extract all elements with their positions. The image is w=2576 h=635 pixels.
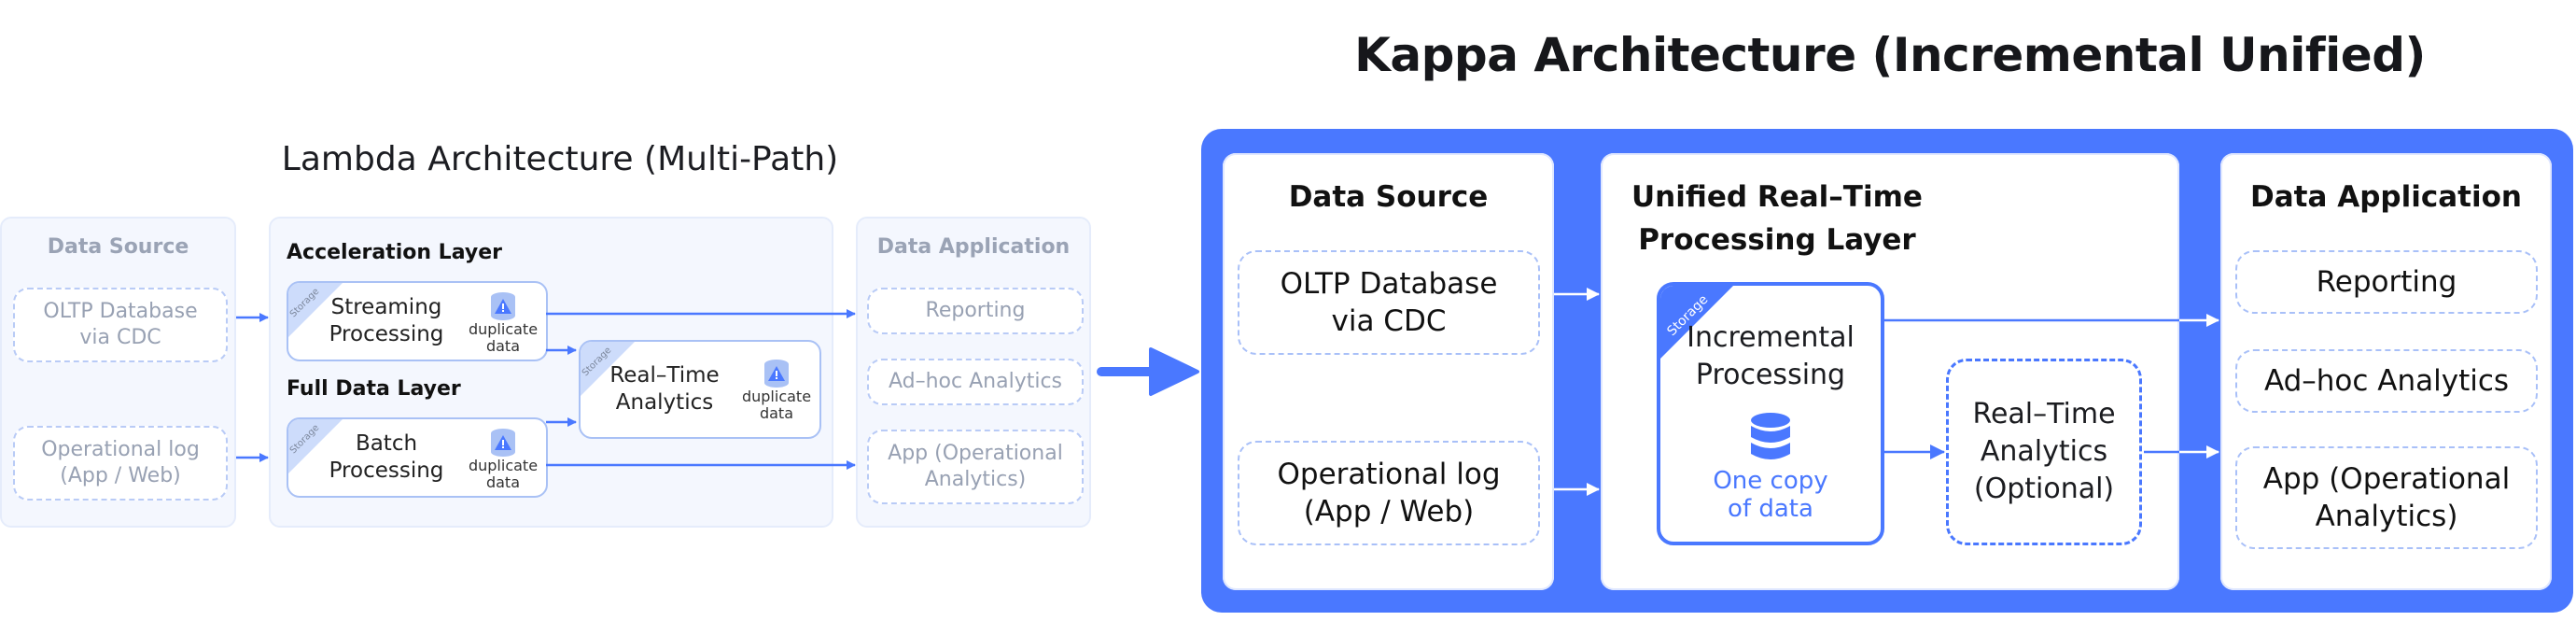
- kappa-app-operational: App (Operational Analytics): [2235, 446, 2538, 549]
- one-copy-line1: One copy: [1713, 467, 1828, 495]
- lambda-processing-panel: Acceleration Layer Full Data Layer Stora…: [269, 217, 833, 528]
- duplicate-data-indicator: duplicate data: [735, 353, 819, 428]
- streaming-line2: Processing: [329, 322, 444, 346]
- lambda-realtime-line1: Real–Time: [609, 363, 720, 388]
- kappa-processing-heading-line2: Processing Layer: [1638, 223, 1916, 257]
- kappa-source-oltp-line1: OLTP Database: [1280, 267, 1498, 301]
- lambda-realtime-note2: data: [759, 404, 794, 422]
- kappa-source-oltp-line2: via CDC: [1331, 304, 1447, 338]
- one-copy-line2: of data: [1728, 495, 1813, 523]
- database-warning-icon: [764, 360, 789, 388]
- kappa-app-reporting: Reporting: [2235, 250, 2538, 314]
- kappa-data-source-panel: Data Source OLTP Database via CDC Operat…: [1223, 153, 1554, 590]
- acceleration-layer-heading: Acceleration Layer: [287, 241, 502, 264]
- lambda-realtime-label: Real–Time Analytics: [599, 342, 730, 437]
- arrow-right-icon: [1097, 347, 1199, 396]
- lambda-source-oplog-line2: (App / Web): [60, 464, 181, 487]
- kappa-source-oltp: OLTP Database via CDC: [1238, 250, 1540, 355]
- full-data-layer-heading: Full Data Layer: [287, 377, 461, 401]
- storage-tag: [288, 419, 343, 473]
- lambda-app-operational-line1: App (Operational: [888, 442, 1063, 465]
- duplicate-data-indicator: duplicate data: [461, 287, 545, 360]
- lambda-data-application-heading: Data Application: [876, 235, 1071, 259]
- batch-processing-label: Batch Processing: [316, 419, 456, 496]
- kappa-app-operational-line2: Analytics): [2315, 500, 2458, 533]
- kappa-data-application-panel: Data Application Reporting Ad–hoc Analyt…: [2220, 153, 2552, 590]
- streaming-note1: duplicate: [468, 320, 539, 338]
- database-warning-icon: [491, 292, 515, 320]
- lambda-app-adhoc: Ad–hoc Analytics: [867, 359, 1084, 405]
- kappa-app-reporting-label: Reporting: [2316, 265, 2457, 299]
- batch-note1: duplicate: [468, 457, 539, 474]
- lambda-data-application-panel: Data Application Reporting Ad–hoc Analyt…: [856, 217, 1091, 528]
- batch-processing-box: Storage Batch Processing duplicate data: [287, 417, 548, 498]
- lambda-data-source-heading: Data Source: [47, 235, 189, 259]
- lambda-app-adhoc-label: Ad–hoc Analytics: [888, 370, 1063, 393]
- kappa-app-adhoc: Ad–hoc Analytics: [2235, 349, 2538, 413]
- kappa-app-operational-line1: App (Operational: [2262, 462, 2511, 496]
- lambda-source-oltp-line2: via CDC: [79, 326, 161, 349]
- kappa-realtime-analytics-box: Real–Time Analytics (Optional): [1946, 359, 2142, 545]
- lambda-source-oltp-line1: OLTP Database: [43, 300, 198, 323]
- duplicate-data-indicator: duplicate data: [461, 423, 545, 496]
- storage-tag: [581, 342, 635, 396]
- kappa-realtime-line2: Analytics: [1980, 435, 2108, 468]
- incremental-line1: Incremental: [1687, 321, 1855, 354]
- lambda-title: Lambda Architecture (Multi-Path): [281, 140, 839, 178]
- lambda-app-operational: App (Operational Analytics): [867, 430, 1084, 504]
- database-icon: [1751, 413, 1790, 459]
- lambda-realtime-line2: Analytics: [615, 390, 714, 415]
- storage-tag: [1660, 286, 1733, 359]
- streaming-note2: data: [485, 337, 521, 355]
- kappa-source-oplog-line2: (App / Web): [1303, 495, 1475, 529]
- batch-line1: Batch: [355, 431, 418, 456]
- kappa-title: Kappa Architecture (Incremental Unified): [1354, 28, 2426, 82]
- kappa-source-oplog-line1: Operational log: [1277, 458, 1501, 491]
- kappa-realtime-line3: (Optional): [1973, 473, 2115, 505]
- kappa-data-application-heading: Data Application: [2250, 180, 2522, 214]
- kappa-realtime-line1: Real–Time: [1972, 398, 2116, 430]
- kappa-app-adhoc-label: Ad–hoc Analytics: [2263, 364, 2510, 398]
- lambda-realtime-note1: duplicate: [741, 388, 812, 405]
- streaming-processing-label: Streaming Processing: [316, 283, 456, 360]
- kappa-processing-panel: Unified Real–Time Processing Layer Stora…: [1601, 153, 2179, 590]
- lambda-data-source-panel: Data Source OLTP Database via CDC Operat…: [0, 217, 236, 528]
- streaming-processing-box: Storage Streaming Processing duplicate d…: [287, 281, 548, 361]
- incremental-line2: Processing: [1695, 359, 1846, 391]
- kappa-processing-heading-line1: Unified Real–Time: [1631, 180, 1923, 214]
- kappa-source-oplog: Operational log (App / Web): [1238, 441, 1540, 545]
- database-warning-icon: [491, 429, 515, 457]
- incremental-processing-label: Incremental Processing: [1660, 319, 1881, 394]
- lambda-source-oplog: Operational log (App / Web): [13, 426, 228, 501]
- kappa-processing-heading: Unified Real–Time Processing Layer: [1631, 176, 1923, 261]
- batch-note2: data: [485, 473, 521, 491]
- storage-tag: [288, 283, 343, 337]
- lambda-realtime-analytics-box: Storage Real–Time Analytics duplicate da…: [579, 340, 821, 439]
- batch-line2: Processing: [329, 459, 444, 483]
- lambda-app-reporting-label: Reporting: [925, 299, 1026, 322]
- lambda-app-reporting: Reporting: [867, 288, 1084, 334]
- lambda-source-oplog-line1: Operational log: [41, 438, 200, 461]
- kappa-data-source-heading: Data Source: [1288, 180, 1489, 214]
- single-copy-indicator: One copy of data: [1660, 413, 1881, 523]
- incremental-processing-box: Storage Incremental Processing One copy …: [1657, 282, 1884, 545]
- streaming-line1: Streaming: [330, 295, 442, 319]
- lambda-source-oltp: OLTP Database via CDC: [13, 288, 228, 362]
- lambda-app-operational-line2: Analytics): [924, 468, 1027, 491]
